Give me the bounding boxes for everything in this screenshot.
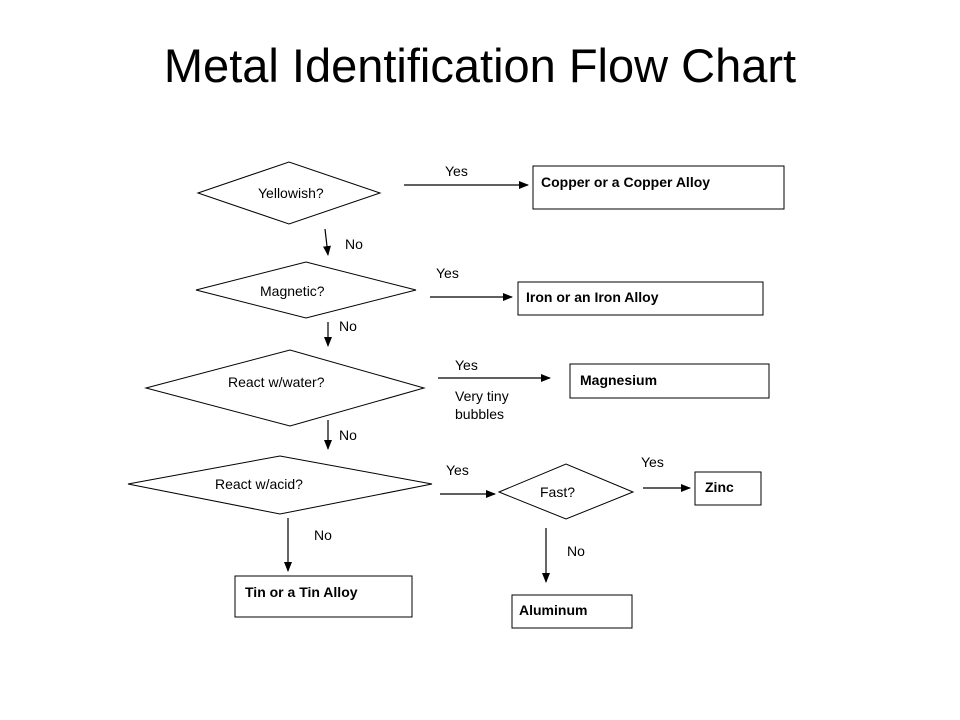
yes-label-acid: Yes [446,462,469,478]
water-note-line2: bubbles [455,406,504,422]
yes-label-magnetic: Yes [436,265,459,281]
decision-magnetic-label: Magnetic? [260,283,325,299]
water-note-line1: Very tiny [455,388,509,404]
decision-yellowish-label: Yellowish? [258,185,324,201]
decision-acid-label: React w/acid? [215,476,303,492]
result-iron-label: Iron or an Iron Alloy [526,289,659,305]
result-copper-label: Copper or a Copper Alloy [541,174,710,190]
result-zinc: Zinc [694,471,762,506]
arrow-yellowish-no [322,228,331,256]
yes-label-water: Yes [455,357,478,373]
decision-yellowish: Yellowish? [196,161,382,225]
result-iron: Iron or an Iron Alloy [517,281,764,316]
decision-magnetic: Magnetic? [195,261,417,319]
result-zinc-label: Zinc [705,479,734,495]
decision-fast-label: Fast? [540,484,575,500]
result-magnesium-label: Magnesium [580,372,657,388]
decision-water-label: React w/water? [228,374,325,390]
no-label-fast: No [567,543,585,559]
no-label-yellowish: No [345,236,363,252]
decision-acid: React w/acid? [127,455,433,515]
yes-label-fast: Yes [641,454,664,470]
result-magnesium: Magnesium [569,363,770,399]
result-tin-label: Tin or a Tin Alloy [245,584,358,600]
page-title: Metal Identification Flow Chart [163,39,797,92]
no-label-acid: No [314,527,332,543]
decision-water: React w/water? [144,349,426,427]
result-aluminum-label: Aluminum [519,602,587,618]
no-label-magnetic: No [339,318,357,334]
decision-fast: Fast? [497,463,635,520]
result-tin: Tin or a Tin Alloy [234,575,413,618]
yes-label-yellowish: Yes [445,163,468,179]
no-label-water: No [339,427,357,443]
result-aluminum: Aluminum [511,594,633,629]
result-copper: Copper or a Copper Alloy [532,165,785,210]
